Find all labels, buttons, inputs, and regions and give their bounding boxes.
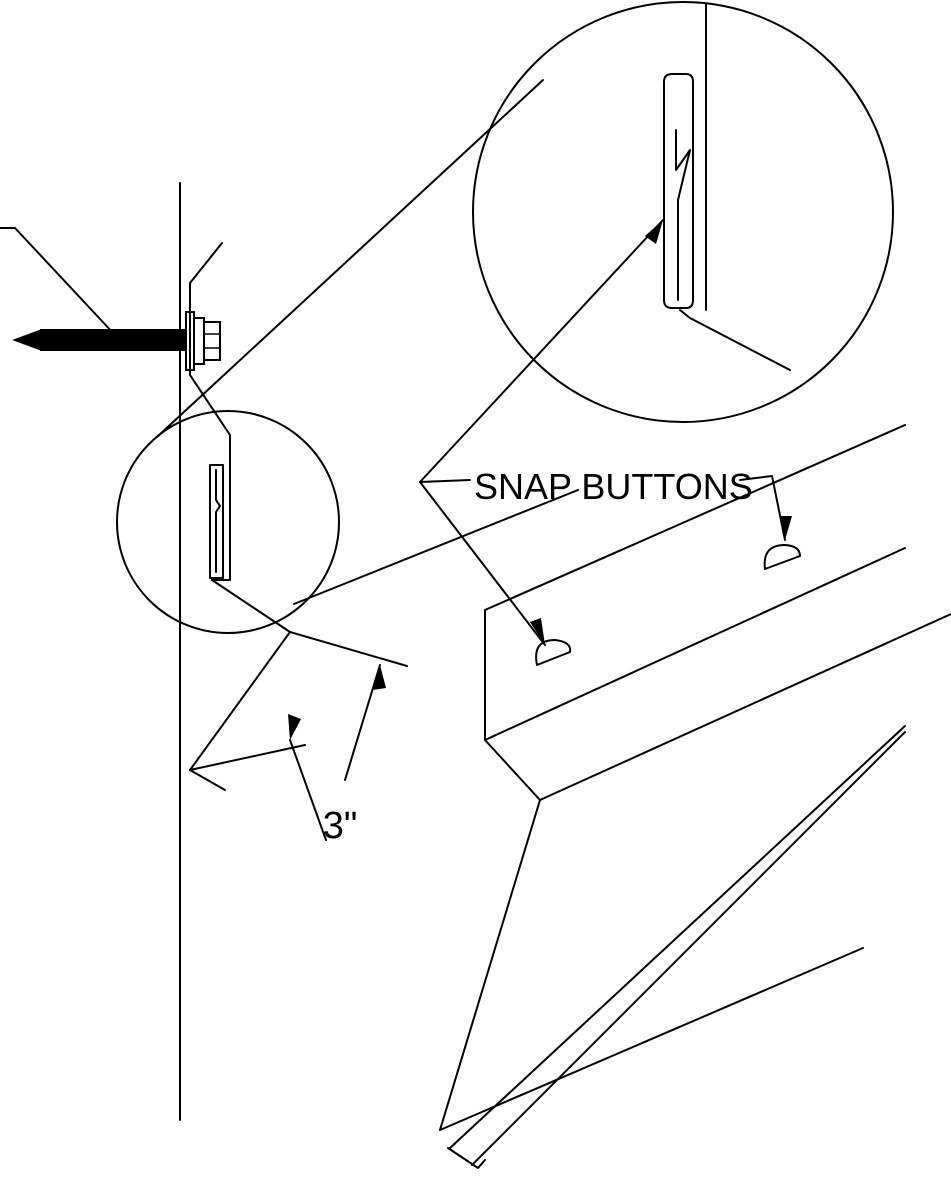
gutter-lip-arm <box>189 579 291 791</box>
snap-button-left <box>535 639 572 666</box>
screw-icon <box>12 311 221 371</box>
snap-leaders <box>419 219 792 646</box>
dimension-marker <box>288 664 386 841</box>
gutter-body <box>439 424 951 1169</box>
snap-button-right <box>763 544 801 570</box>
large-circle-contents <box>663 2 791 371</box>
gutter-lip-upper <box>289 631 408 667</box>
snap-buttons-label: SNAP BUTTONS <box>474 466 753 507</box>
clip-profile <box>189 242 231 581</box>
dimension-label: 3" <box>323 805 358 847</box>
small-circle-contents <box>209 464 224 579</box>
detail-circle-large <box>472 1 894 423</box>
screw-leader-line <box>0 227 116 336</box>
tangent-line-upper <box>157 79 544 437</box>
gutter-lip-lower <box>189 744 306 771</box>
tangent-line-lower <box>293 489 579 605</box>
detail-circle-small <box>116 410 340 634</box>
